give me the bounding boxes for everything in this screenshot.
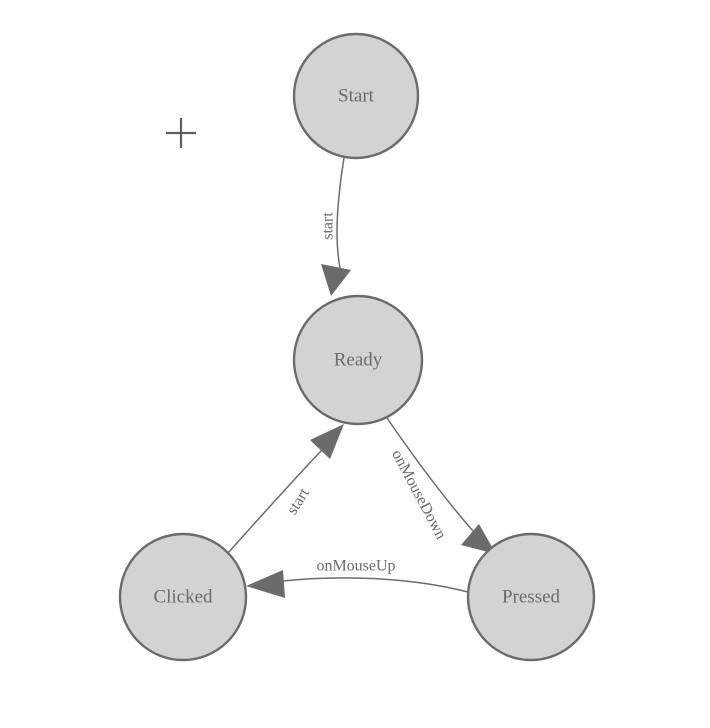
edge-label-clicked-to-ready: start (284, 485, 313, 518)
edge-clicked-to-ready-path (227, 449, 323, 554)
edge-label-ready-to-pressed: onMouseDown (388, 447, 449, 542)
edge-start-to-ready-arrowhead (321, 264, 351, 296)
node-start[interactable]: Start (292, 32, 420, 160)
node-pressed[interactable]: Pressed (466, 532, 596, 662)
edge-pressed-to-clicked[interactable]: onMouseUp (246, 558, 469, 598)
node-start-circle (292, 32, 420, 160)
plus-crosshair-icon[interactable] (166, 118, 196, 148)
edge-pressed-to-clicked-path (282, 577, 469, 593)
edge-label-pressed-to-clicked: onMouseUp (316, 558, 395, 575)
edge-start-to-ready[interactable]: start (320, 157, 351, 296)
edge-pressed-to-clicked-arrowhead (246, 570, 285, 598)
edge-clicked-to-ready-arrowhead (310, 424, 344, 459)
edge-label-start-to-ready: start (320, 212, 337, 240)
node-pressed-circle (466, 532, 596, 662)
node-ready-label: Ready (334, 349, 383, 370)
edge-ready-to-pressed[interactable]: onMouseDown (386, 417, 496, 554)
node-start-label: Start (338, 85, 375, 106)
node-clicked[interactable]: Clicked (118, 532, 248, 662)
edge-ready-to-pressed-arrowhead (461, 524, 496, 554)
node-ready[interactable]: Ready (292, 294, 424, 426)
node-clicked-label: Clicked (153, 586, 213, 607)
node-pressed-label: Pressed (502, 586, 561, 607)
edge-start-to-ready-path (336, 157, 345, 269)
edge-ready-to-pressed-path (386, 417, 482, 541)
node-ready-circle (292, 294, 424, 426)
node-clicked-circle (118, 532, 248, 662)
edge-clicked-to-ready[interactable]: start (227, 424, 344, 554)
